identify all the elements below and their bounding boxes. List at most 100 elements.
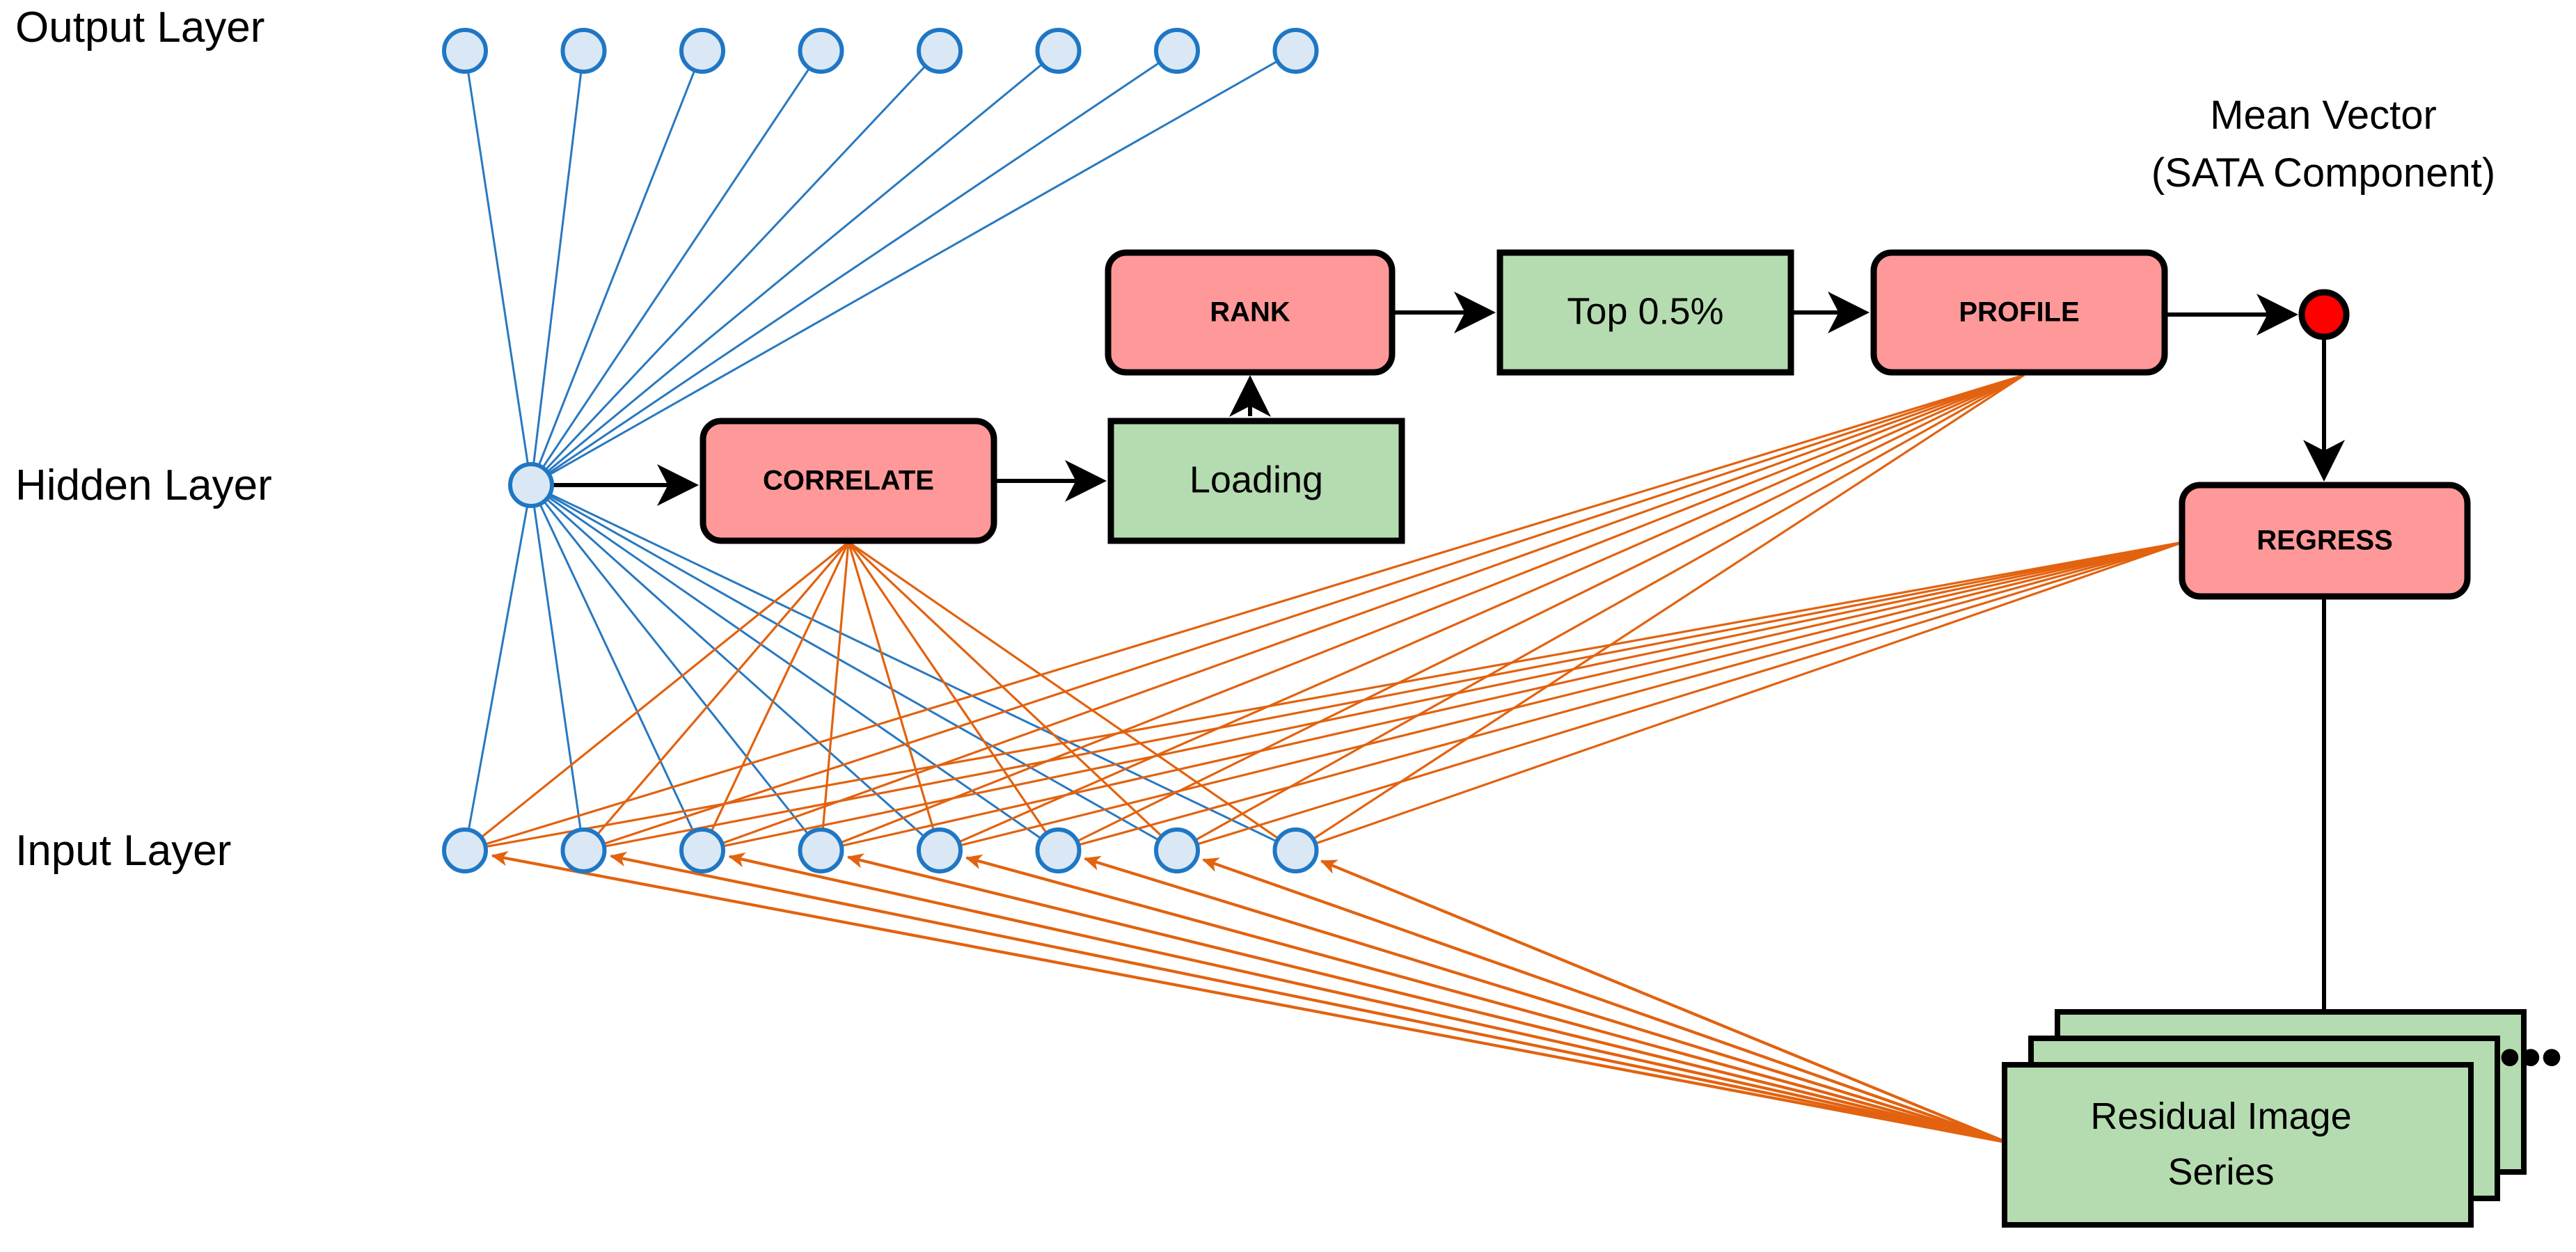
residual-label-line1: Residual Image	[2090, 1095, 2351, 1137]
edge-input-to-correlate-3	[821, 541, 850, 830]
regress-shape	[2179, 482, 2471, 600]
edge-hidden-to-output-7	[548, 60, 1279, 476]
arrow-residual-to-input-7	[1320, 859, 2007, 1143]
top05-label: Top 0.5%	[1567, 290, 1723, 332]
input-layer-label: Input Layer	[15, 827, 231, 875]
edge-input-to-profile-6	[1194, 374, 2025, 841]
arrow-residual-to-input-1	[610, 851, 2007, 1144]
edge-hidden-to-output-0	[467, 71, 529, 465]
rank-label: RANK	[1210, 297, 1290, 328]
rank-shape	[1105, 249, 1396, 376]
output-node-2[interactable]	[679, 28, 725, 74]
box-correlate[interactable]: CORRELATE	[700, 418, 997, 544]
box-regress[interactable]: REGRESS	[2179, 482, 2471, 600]
edge-bundle-input-to-correlate	[480, 541, 1279, 840]
input-node-4[interactable]	[917, 827, 963, 873]
edge-bundle-input-to-regress	[485, 541, 2184, 848]
edge-input-to-hidden-7	[549, 493, 1278, 843]
edge-hidden-to-output-4	[544, 65, 926, 471]
network-nodes	[442, 28, 1319, 873]
profile-label: PROFILE	[1959, 297, 2079, 328]
loading-label: Loading	[1190, 459, 1323, 500]
flow-arrow-group	[552, 292, 2345, 1059]
edge-bundle-residual-to-input	[491, 850, 2007, 1144]
arrow-residual-to-input-0	[491, 850, 2007, 1144]
output-node-1[interactable]	[560, 28, 607, 74]
edge-input-to-hidden-2	[539, 503, 695, 832]
input-node-1[interactable]	[560, 827, 607, 873]
input-node-0[interactable]	[442, 827, 488, 873]
edge-bundle-hidden-to-output	[467, 60, 1279, 476]
arrow-residual-to-input-5	[1084, 855, 2007, 1144]
input-node-6[interactable]	[1154, 827, 1200, 873]
edge-input-to-hidden-4	[546, 498, 925, 838]
edge-input-to-profile-5	[1076, 374, 2025, 843]
input-node-2[interactable]	[679, 827, 725, 873]
arrow-residual-to-input-4	[965, 854, 2007, 1144]
edge-input-to-regress-4	[959, 541, 2184, 847]
box-top05[interactable]: Top 0.5%	[1496, 249, 1794, 376]
edge-hidden-to-output-3	[542, 68, 811, 468]
edge-input-to-profile-1	[603, 374, 2025, 846]
regress-label: REGRESS	[2257, 525, 2393, 556]
edge-input-to-regress-0	[485, 541, 2184, 848]
output-node-6[interactable]	[1154, 28, 1200, 74]
edge-input-to-correlate-1	[596, 541, 850, 836]
edge-input-to-correlate-6	[847, 541, 1163, 837]
input-node-7[interactable]	[1272, 827, 1319, 873]
edge-input-to-hidden-1	[532, 505, 582, 830]
arrow-residual-to-input-3	[846, 853, 2007, 1144]
loading-shape	[1107, 418, 1405, 544]
process-and-data-boxes: CORRELATE RANK PROFILE REGRESS Loading Top 0.…	[700, 249, 2471, 600]
edge-input-to-hidden-6	[548, 494, 1160, 841]
edge-input-to-regress-7	[1315, 541, 2184, 845]
box-profile[interactable]: PROFILE	[1870, 249, 2168, 376]
edge-hidden-to-output-1	[532, 71, 583, 465]
edge-input-to-regress-5	[1078, 541, 2184, 846]
edge-input-to-profile-4	[958, 374, 2025, 843]
correlate-label: CORRELATE	[763, 466, 934, 496]
residual-ellipsis: •••	[2499, 1024, 2562, 1091]
edge-input-to-hidden-0	[467, 505, 529, 830]
profile-shape	[1870, 249, 2168, 376]
edge-input-to-regress-2	[722, 541, 2184, 848]
edge-input-to-correlate-4	[847, 541, 935, 831]
edge-input-to-correlate-7	[848, 541, 1279, 840]
mean-vector-dot[interactable]	[2298, 289, 2350, 340]
arrow-residual-to-input-6	[1202, 857, 2007, 1143]
edge-input-to-hidden-5	[547, 496, 1042, 840]
residual-card-0	[2002, 1062, 2474, 1228]
hidden-layer-label: Hidden Layer	[15, 461, 272, 509]
mean-vector-label-line2: (SATA Component)	[2151, 150, 2495, 196]
hidden-node-0[interactable]	[508, 462, 554, 508]
output-node-0[interactable]	[442, 28, 488, 74]
edge-input-to-correlate-5	[847, 541, 1048, 834]
edge-input-to-regress-1	[603, 541, 2184, 848]
mean-vector-label-line1: Mean Vector	[2210, 93, 2437, 138]
edge-input-to-correlate-0	[480, 541, 850, 839]
arrow-residual-to-input-2	[728, 852, 2007, 1144]
box-loading[interactable]: Loading	[1107, 418, 1405, 544]
output-layer-label: Output Layer	[15, 3, 264, 51]
output-node-4[interactable]	[917, 28, 963, 74]
residual-label-line2: Series	[2167, 1151, 2274, 1193]
top05-shape	[1496, 249, 1794, 376]
edge-input-to-regress-6	[1196, 541, 2184, 846]
box-rank[interactable]: RANK	[1105, 249, 1396, 376]
edge-hidden-to-output-2	[537, 70, 696, 466]
edge-hidden-to-output-5	[546, 63, 1043, 473]
output-node-5[interactable]	[1035, 28, 1082, 74]
output-node-7[interactable]	[1272, 28, 1319, 74]
input-node-3[interactable]	[798, 827, 844, 873]
input-node-5[interactable]	[1035, 827, 1082, 873]
edge-input-to-correlate-2	[710, 541, 850, 832]
output-node-3[interactable]	[798, 28, 844, 74]
edge-input-to-profile-0	[484, 374, 2025, 846]
edge-input-to-profile-3	[839, 374, 2025, 844]
edge-hidden-to-output-6	[548, 61, 1160, 475]
correlate-shape	[700, 418, 997, 544]
edge-input-to-profile-7	[1312, 374, 2025, 840]
